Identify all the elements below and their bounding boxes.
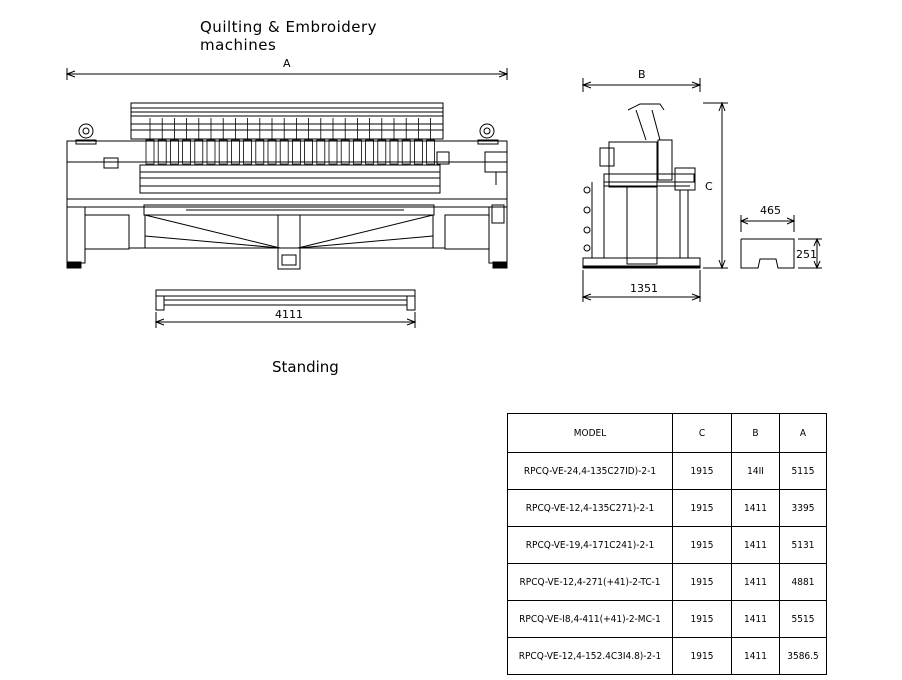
a-cell: 3395 xyxy=(779,489,827,527)
stand-height-label: 251 xyxy=(796,248,817,261)
needle-head xyxy=(243,139,253,165)
base-width-label: 1351 xyxy=(630,282,658,295)
stand-caption: Standing xyxy=(272,358,339,376)
model-cell: RPCQ-VE-I8,4-411(+41)-2-MC-1 xyxy=(507,600,673,638)
model-cell: RPCQ-VE-12,4-135C271)-2-1 xyxy=(507,489,673,527)
c-cell: 1915 xyxy=(672,489,732,527)
needle-head xyxy=(413,139,423,165)
model-cell: RPCQ-VE-12,4-271(+41)-2-TC-1 xyxy=(507,563,673,601)
a-cell: 5131 xyxy=(779,526,827,564)
stand-width-label: 465 xyxy=(760,204,781,217)
needle-head xyxy=(267,139,277,165)
b-cell: 1411 xyxy=(731,637,780,675)
needle-head xyxy=(157,139,167,165)
dimension-b-label: B xyxy=(638,68,646,81)
c-cell: 1915 xyxy=(672,526,732,564)
header-c: C xyxy=(672,413,732,453)
header-a: A xyxy=(779,413,827,453)
needle-head xyxy=(194,139,204,165)
table-row: RPCQ-VE-I8,4-411(+41)-2-MC-1 1915 1411 5… xyxy=(507,600,827,638)
needle-head xyxy=(206,139,216,165)
needle-head xyxy=(291,139,301,165)
b-cell: 1411 xyxy=(731,563,780,601)
rail-view: 4111 xyxy=(154,289,417,328)
c-cell: 1915 xyxy=(672,452,732,490)
a-cell: 3586.5 xyxy=(779,637,827,675)
table-row: RPCQ-VE-12,4-152.4C3I4.8)-2-1 1915 1411 … xyxy=(507,637,827,675)
needle-head xyxy=(426,139,436,165)
front-view: A xyxy=(65,57,509,270)
table-row: RPCQ-VE-19,4-171C241)-2-1 1915 1411 5131 xyxy=(507,526,827,564)
a-cell: 5515 xyxy=(779,600,827,638)
needle-head xyxy=(182,139,192,165)
b-cell: 14II xyxy=(731,452,780,490)
b-cell: 1411 xyxy=(731,526,780,564)
table-header-row: MODEL C B A xyxy=(507,413,827,453)
needle-head xyxy=(169,139,179,165)
b-cell: 1411 xyxy=(731,489,780,527)
dimension-a-label: A xyxy=(283,57,291,70)
a-cell: 4881 xyxy=(779,563,827,601)
drawing-title: Quilting & Embroidery machines xyxy=(200,18,378,54)
table-row: RPCQ-VE-24,4-135C27ID)-2-1 1915 14II 511… xyxy=(507,452,827,490)
model-cell: RPCQ-VE-24,4-135C27ID)-2-1 xyxy=(507,452,673,490)
needle-head xyxy=(255,139,265,165)
needle-head xyxy=(389,139,399,165)
model-cell: RPCQ-VE-19,4-171C241)-2-1 xyxy=(507,526,673,564)
header-b: B xyxy=(731,413,780,453)
c-cell: 1915 xyxy=(672,563,732,601)
needle-head xyxy=(304,139,314,165)
header-model: MODEL xyxy=(507,413,673,453)
dimension-c-label: C xyxy=(705,180,713,193)
needle-head xyxy=(316,139,326,165)
c-cell: 1915 xyxy=(672,600,732,638)
needle-head xyxy=(377,139,387,165)
dimension-a: A xyxy=(65,57,509,80)
rail-width-label: 4111 xyxy=(275,308,303,321)
needle-head xyxy=(279,139,289,165)
needle-head xyxy=(365,139,375,165)
needle-head xyxy=(145,139,155,165)
needle-head xyxy=(352,139,362,165)
table-row: RPCQ-VE-12,4-271(+41)-2-TC-1 1915 1411 4… xyxy=(507,563,827,601)
needle-head xyxy=(340,139,350,165)
needle-head xyxy=(230,139,240,165)
side-view: B C 1351 xyxy=(581,68,728,302)
needle-head xyxy=(328,139,338,165)
table-row: RPCQ-VE-12,4-135C271)-2-1 1915 1411 3395 xyxy=(507,489,827,527)
a-cell: 5115 xyxy=(779,452,827,490)
needle-head xyxy=(218,139,228,165)
needle-head xyxy=(401,139,411,165)
stand-view: 465 251 xyxy=(739,204,822,270)
b-cell: 1411 xyxy=(731,600,780,638)
c-cell: 1915 xyxy=(672,637,732,675)
model-cell: RPCQ-VE-12,4-152.4C3I4.8)-2-1 xyxy=(507,637,673,675)
model-spec-table: MODEL C B A RPCQ-VE-24,4-135C27ID)-2-1 1… xyxy=(507,413,827,675)
